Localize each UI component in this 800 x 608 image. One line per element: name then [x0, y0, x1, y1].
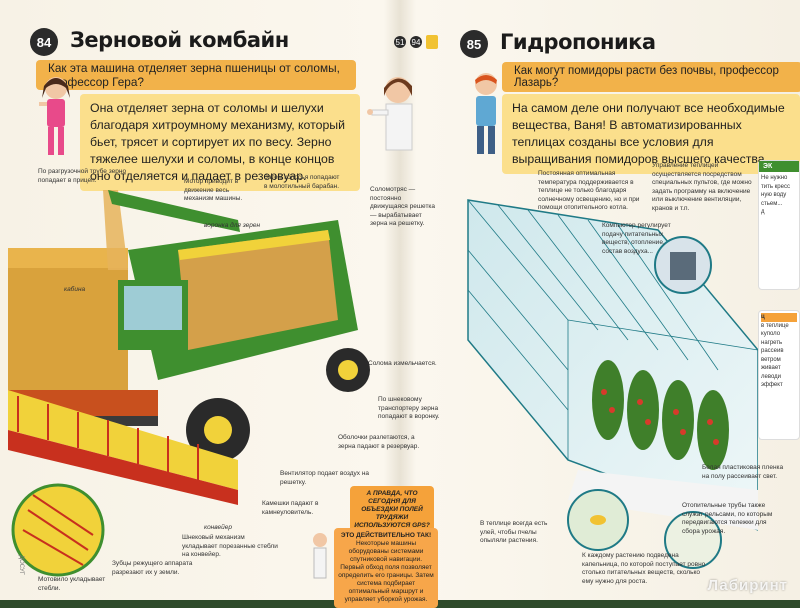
sidebar-text: Не нужно тить кресс ную воду стьем... д [761, 175, 790, 215]
boy-character-icon [475, 73, 497, 154]
gps-answer-title: ЭТО ДЕЙСТВИТЕЛЬНО ТАК! [340, 532, 432, 539]
question-bar: Как эта машина отделяет зерна пшеницы от… [36, 60, 356, 90]
caption-reel: Мотовило укладывает стебли. [38, 576, 106, 592]
caption-plastic-film: Белая пластиковая пленка на полу рассеив… [702, 464, 784, 480]
answer-text: На самом деле они получают все необходим… [502, 94, 800, 174]
girl-character-icon [39, 77, 70, 155]
caption-straw-walker: Соломотряс — постоянно движущаяся решетк… [370, 186, 436, 227]
greenhouse-illustration [467, 199, 758, 569]
gps-answer-box: ЭТО ДЕЙСТВИТЕЛЬНО ТАК! Некоторые машины … [334, 528, 438, 608]
caption-control-panels: Управление теплицей осуществляется посре… [652, 162, 752, 212]
caption-fan: Вентилятор подает воздух на решетку. [280, 470, 370, 486]
sidebar-text: ц в теплице куполо нагреть рассеив ветро… [759, 311, 799, 392]
page-title: Гидропоника [500, 30, 656, 54]
caption-funnel: воронка для зерен [204, 222, 261, 229]
caption-conveyor: конвейер [204, 524, 232, 531]
right-page: 85 Гидропоника Как могут помидоры расти … [452, 0, 800, 600]
grain-trailer [8, 260, 128, 400]
answer-text: Она отделяет зерна от соломы и шелухи бл… [80, 94, 360, 191]
page-title: Зерновой комбайн [70, 28, 289, 52]
cross-ref-badge: 94 [410, 36, 422, 48]
caption-unloading-pipe: По разгрузочной трубе зерно попадает в п… [38, 168, 127, 184]
caption-chaff: Оболочки разлетаются, а зерна падают в р… [338, 434, 420, 450]
bookmark-icon [426, 35, 438, 49]
caption-auger-mechanism: Шнековый механизм укладывает порезанные … [182, 534, 278, 558]
scientist-small-icon [313, 533, 327, 579]
professor-character-icon [367, 77, 413, 151]
gps-answer-text: Некоторые машины оборудованы системами с… [338, 540, 434, 603]
combine-harvester-illustration [8, 190, 370, 577]
side-label: ДОСУГ [18, 555, 24, 575]
caption-temperature: Постоянная оптимальная температура подде… [538, 170, 640, 211]
caption-motor: Мотор приводит в движение весь механизм … [184, 178, 243, 202]
sidebar-label: ЭК [759, 161, 799, 172]
left-page: 84 Зерновой комбайн 51 94 Как эта машина… [8, 0, 440, 608]
caption-auger-conveyor: По шнековому транспортеру зерна попадают… [378, 396, 440, 420]
page-number-badge: 85 [460, 30, 488, 58]
gps-question-box: А ПРАВДА, ЧТО СЕГОДНЯ ДЛЯ ОБЪЕЗДКИ ПОЛЕЙ… [350, 486, 434, 534]
caption-beehive: В теплице всегда есть улей, чтобы пчелы … [480, 520, 548, 544]
caption-computer: Компьютер регулирует подачу питательных … [602, 222, 671, 255]
page-number-badge: 84 [30, 28, 58, 56]
caption-heating-pipes: Отопительные трубы также служат рельсами… [682, 502, 773, 535]
caption-straw-chopped: Солома измельчается. [368, 360, 437, 367]
experiment-sidebar: ЭК Не нужно тить кресс ную воду стьем...… [758, 160, 800, 290]
cross-ref-badge: 51 [394, 36, 406, 48]
fact-sidebar: ц в теплице куполо нагреть рассеив ветро… [758, 310, 800, 440]
caption-cutter-teeth: Зубцы режущего аппарата разрезают их у з… [112, 560, 193, 576]
caption-cabin: кабина [64, 286, 86, 293]
caption-stone-trap: Камешки падают в камнеуловитель. [262, 500, 319, 516]
caption-threshing-drum: Затем колосья попадают в молотильный бар… [264, 174, 340, 190]
watermark-logo: Лабиринт [707, 577, 788, 594]
caption-dripper: К каждому растению подведена капельница,… [582, 552, 706, 585]
question-bar: Как могут помидоры расти без почвы, проф… [502, 62, 800, 92]
